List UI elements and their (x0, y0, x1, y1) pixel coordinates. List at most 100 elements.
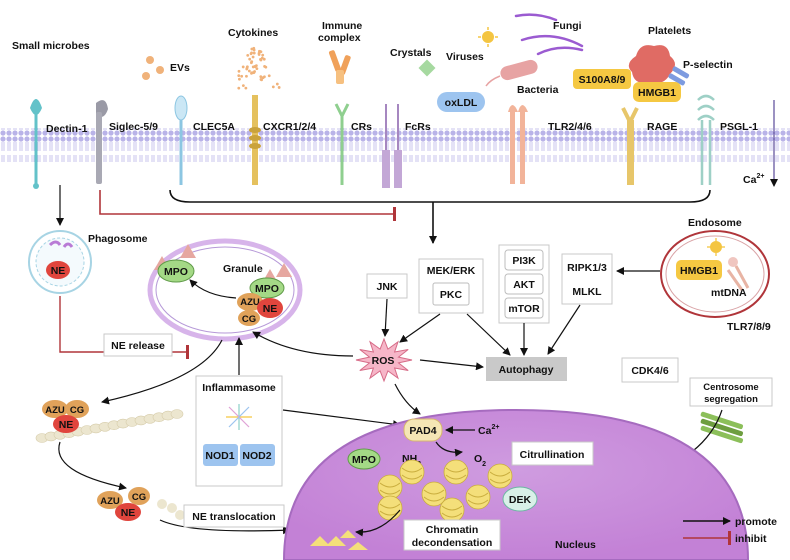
endosome-label: Endosome (688, 217, 742, 229)
cxcr-label: CXCR1/2/4 (263, 121, 316, 133)
ne-translocation-arrow (159, 519, 291, 535)
siglec-receptor (96, 100, 108, 184)
psgl1-receptor (697, 94, 715, 185)
akt-inner (504, 273, 544, 295)
granule-mpo-right-label: MPO (255, 283, 279, 295)
nucleus-ca-label: Ca2+ (478, 424, 499, 437)
granule-cg-label: CG (242, 314, 256, 325)
nucleus-mpo-label: MPO (352, 454, 376, 466)
crystal-icon (418, 59, 436, 77)
dectin1-receptor (30, 99, 42, 189)
crystals-label: Crystals (390, 47, 432, 59)
oxldl-label: oxLDL (445, 97, 478, 109)
tlr246-label: TLR2/4/6 (548, 121, 592, 133)
ros-to-granule-arrow (252, 331, 354, 357)
free-cg-bottom-label: CG (132, 492, 146, 503)
clec5a-label: CLEC5A (193, 121, 235, 133)
o2-label: O2 (474, 453, 486, 468)
mek-erk-label: MEK/ERK (427, 265, 476, 277)
evs-icon (142, 56, 164, 80)
ripk-label: RIPK1/3 (567, 262, 607, 274)
granule-azu (237, 293, 263, 311)
pad4-citrullination-arrow (435, 441, 463, 457)
autophagy-label: Autophagy (499, 364, 554, 376)
mtor-label: mTOR (508, 303, 540, 315)
hmgb1-badge (633, 82, 681, 102)
granule-mpo-left-label: MPO (164, 266, 188, 278)
inflammasome-icon (226, 404, 252, 430)
tlr246-receptor (508, 105, 528, 184)
tlr789-label: TLR7/8/9 (727, 321, 771, 333)
free-cg-top-label: CG (70, 405, 84, 416)
granule-label: Granule (223, 263, 263, 275)
centrosome-box (689, 377, 773, 407)
jnk-to-ros-arrow (381, 298, 390, 337)
small-microbes-label: Small microbes (12, 40, 90, 52)
platelet-icon (628, 45, 675, 83)
free-ne-bottom-label: NE (121, 507, 136, 519)
granule-release-arrow (101, 339, 223, 405)
fcrs-label: FcRs (405, 121, 431, 133)
mtdna-label: mtDNA (711, 287, 747, 299)
psgl1-label: PSGL-1 (720, 121, 758, 133)
jnk-label: JNK (376, 281, 397, 293)
nucleus (282, 408, 750, 560)
signal-convergence-bracket (169, 189, 711, 203)
fungi-icon (514, 13, 584, 56)
rage-label: RAGE (647, 121, 677, 133)
decondensation-arrow (355, 509, 401, 537)
fcrs-receptor (382, 104, 402, 188)
jnk-box (366, 273, 408, 299)
free-azu-bottom-label: AZU (100, 496, 120, 507)
nod1-label: NOD1 (205, 450, 234, 462)
inflammasome-box (195, 375, 283, 487)
nod2-label: NOD2 (242, 450, 271, 462)
nod2-badge (240, 444, 275, 466)
citrullination-box (511, 441, 594, 466)
bacteria-label: Bacteria (517, 84, 559, 96)
cytokines-label: Cytokines (228, 27, 278, 39)
crs-label: CRs (351, 121, 372, 133)
ne-release-label: NE release (111, 340, 165, 352)
phagosome-label: Phagosome (88, 233, 148, 245)
s100a89-badge (573, 69, 631, 89)
endosome-hmgb1-badge (676, 260, 722, 280)
hmgb1-label: HMGB1 (638, 87, 676, 99)
akt-label: AKT (513, 279, 535, 291)
nucleosome-cluster (377, 459, 513, 523)
pkc-to-autophagy-arrow (466, 313, 511, 356)
fiber-fragments-icon (157, 499, 185, 520)
granule-mpo-right (249, 277, 285, 299)
granule-internal-arrow (189, 279, 237, 299)
ne-translocation-box (183, 504, 285, 528)
granule-mpo-left (157, 259, 195, 283)
membrane-ca-label: Ca2+ (743, 173, 764, 186)
cdk46-box (621, 357, 679, 383)
pselectin-icon (668, 66, 690, 86)
cytokines-icon (237, 46, 281, 90)
evs-label: EVs (170, 62, 190, 74)
endosome-hmgb1-label: HMGB1 (680, 265, 718, 277)
siglec-inhibit-line (99, 190, 396, 221)
platelets-label: Platelets (648, 25, 691, 37)
ros-to-autophagy-arrow (419, 359, 484, 371)
free-azu-top-label: AZU (45, 405, 65, 416)
autophagy-box (486, 357, 567, 381)
mtor-inner (504, 297, 544, 319)
dek-badge (502, 486, 538, 512)
cxcr-receptor (249, 95, 261, 185)
free-azu-top (42, 400, 68, 418)
free-cg-bottom (128, 487, 150, 505)
centrosome-label-2: segregation (704, 394, 758, 405)
nucleus-mpo (347, 448, 381, 470)
pkc-label: PKC (440, 289, 463, 301)
cdk46-label: CDK4/6 (631, 365, 669, 377)
viruses-label: Viruses (446, 51, 484, 63)
legend-promote-label: promote (735, 516, 777, 528)
free-ne-top-label: NE (59, 419, 74, 431)
bacteria-icon (485, 59, 538, 87)
ne-release-box (103, 333, 173, 357)
ros-label: ROS (372, 355, 395, 367)
siglec-label: Siglec-5/9 (109, 121, 158, 133)
fiber-to-translocation-arrow (58, 441, 127, 491)
